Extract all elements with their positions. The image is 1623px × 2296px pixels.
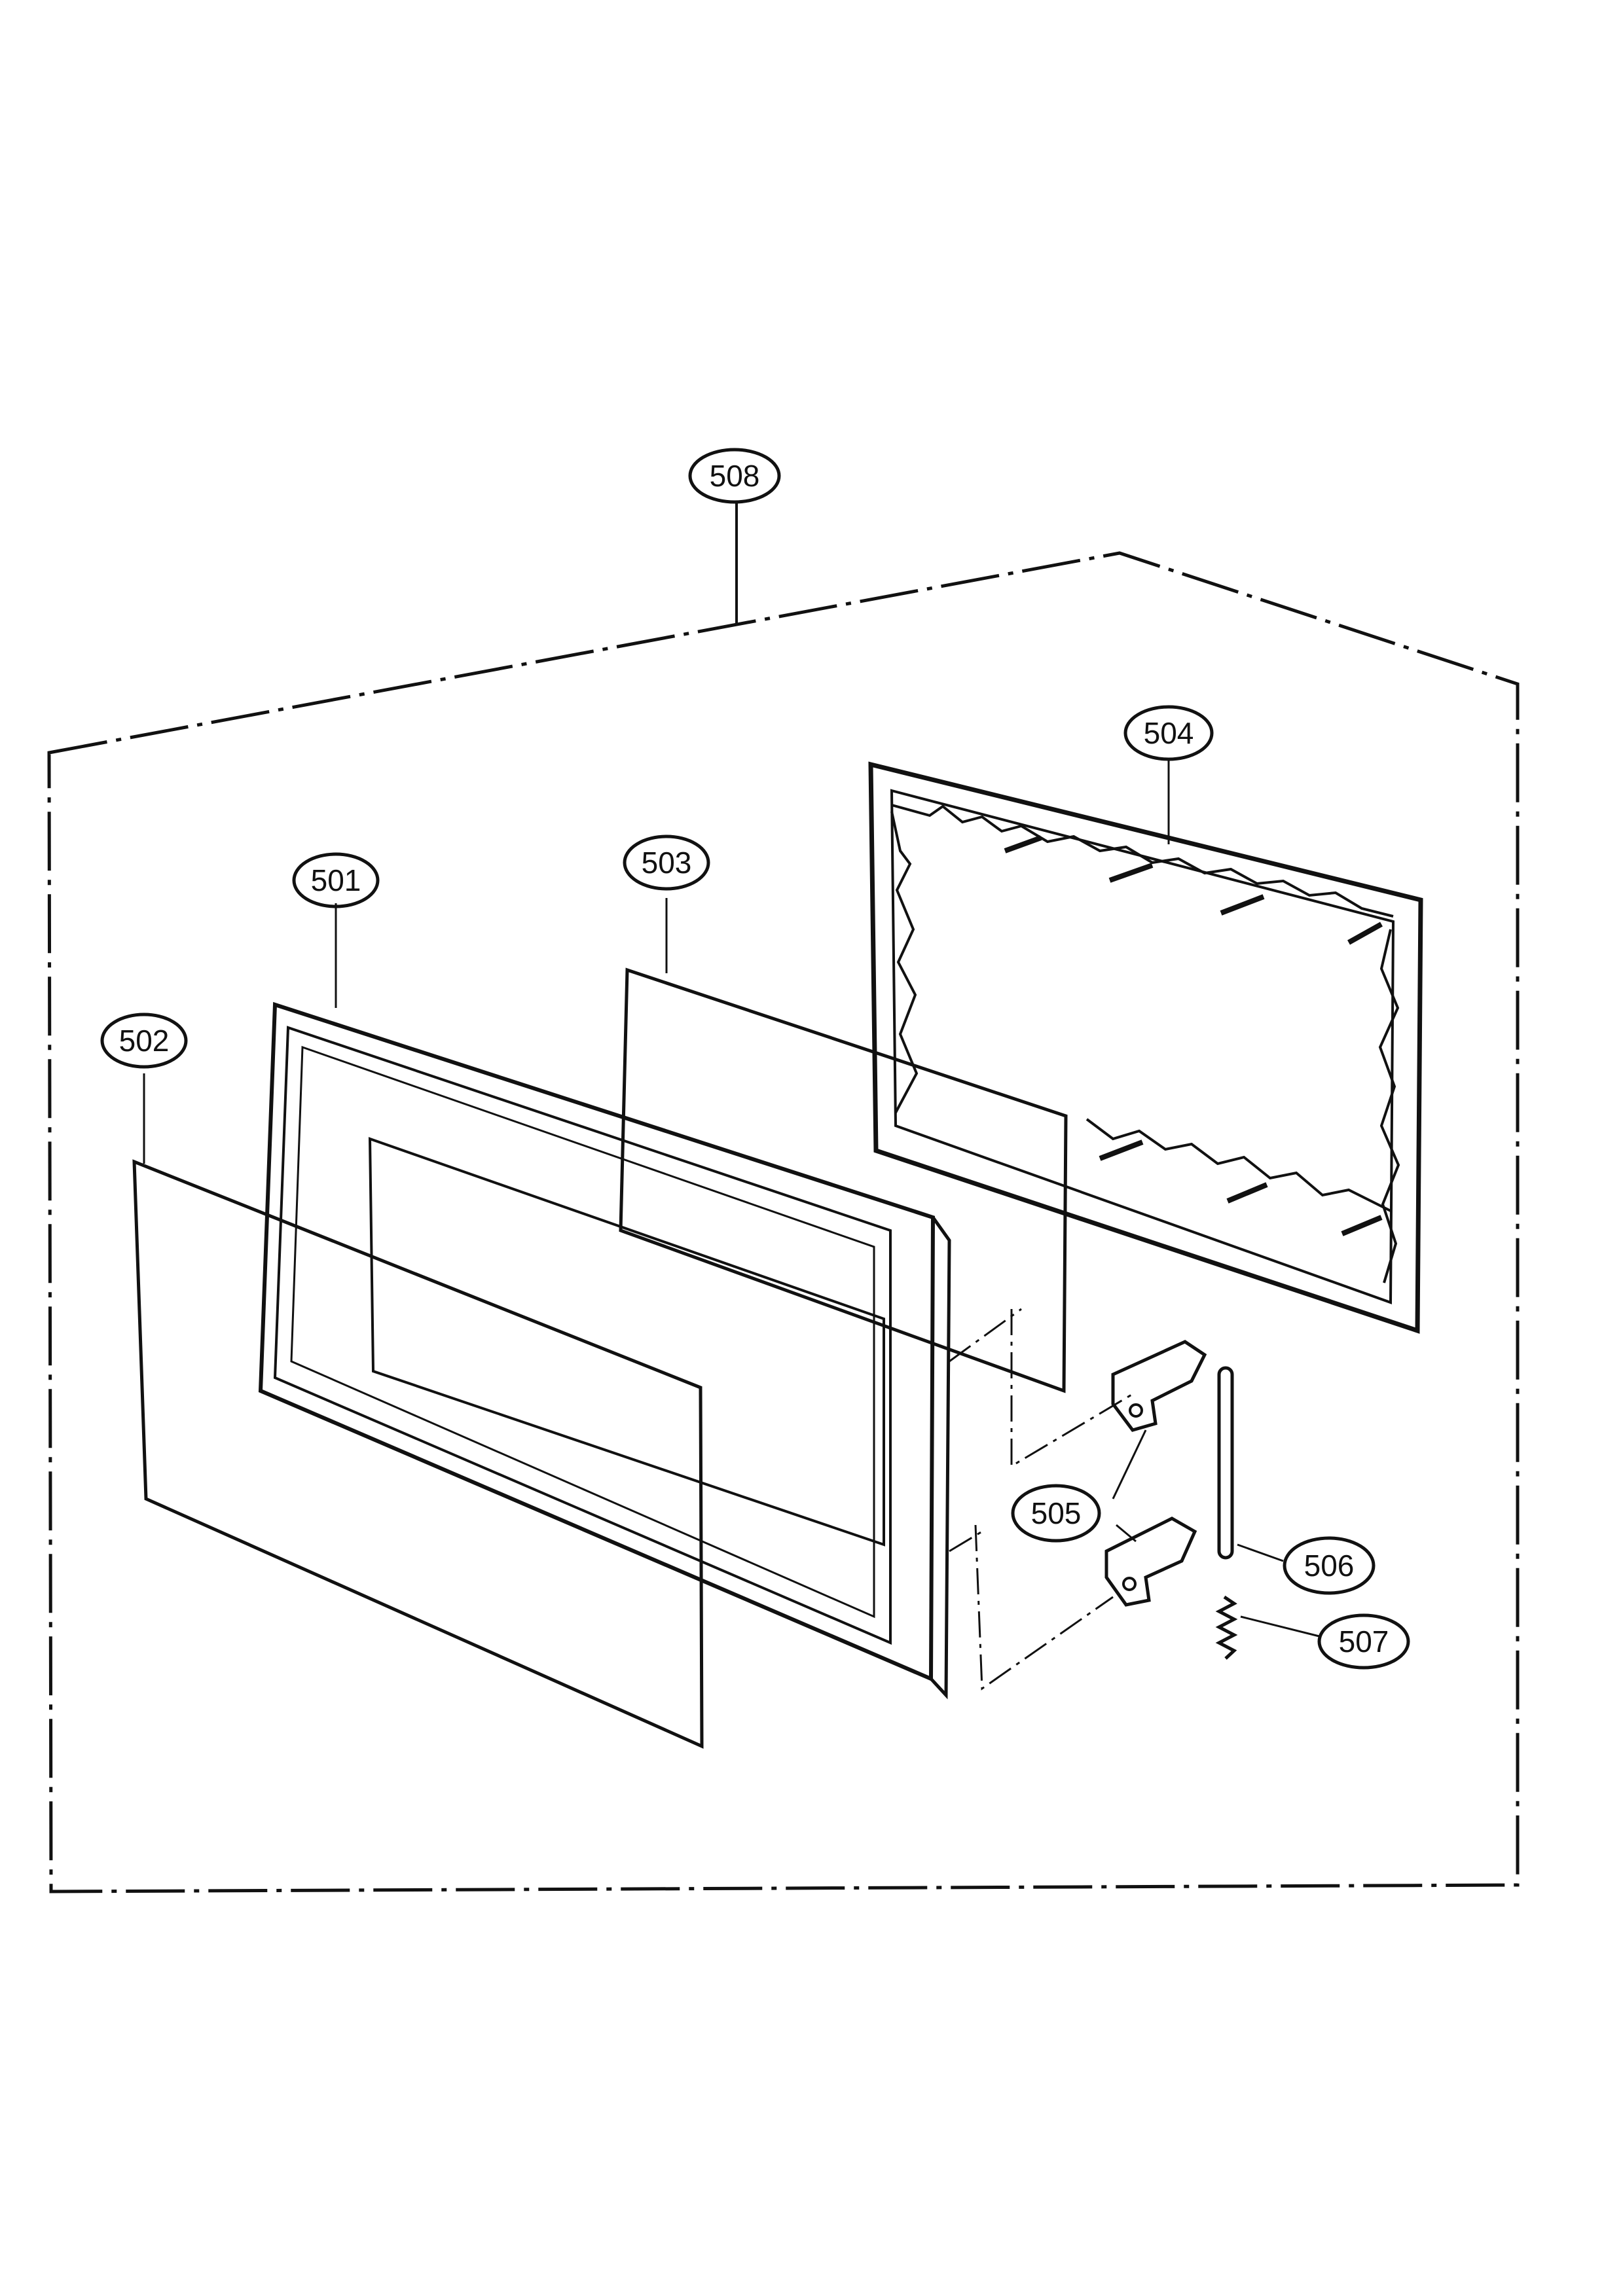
part-504-door-frame xyxy=(868,758,1423,1334)
part-503-inner-glass xyxy=(619,898,1068,1393)
callout-508: 508 xyxy=(688,448,781,504)
callout-504: 504 xyxy=(1123,705,1214,761)
part-507-spring xyxy=(1215,1595,1320,1660)
callout-507-number: 507 xyxy=(1339,1624,1389,1659)
callout-507: 507 xyxy=(1317,1613,1410,1670)
callout-508-number: 508 xyxy=(710,459,760,493)
part-505-latch-lower xyxy=(1104,1516,1197,1607)
callout-502: 502 xyxy=(100,1013,188,1069)
part-506-rod xyxy=(1217,1366,1284,1562)
callout-501-number: 501 xyxy=(311,863,361,897)
part-505-latch-upper xyxy=(1111,1340,1207,1499)
callout-506: 506 xyxy=(1283,1536,1376,1595)
callout-505-number: 505 xyxy=(1031,1496,1082,1530)
callout-505: 505 xyxy=(1011,1484,1101,1543)
callout-504-number: 504 xyxy=(1144,716,1194,750)
callout-502-number: 502 xyxy=(119,1024,170,1058)
callout-503-number: 503 xyxy=(642,846,692,880)
callout-501: 501 xyxy=(292,852,380,908)
part-502-front-glass xyxy=(132,1073,704,1749)
callout-503: 503 xyxy=(623,834,710,891)
part-501-door-panel xyxy=(258,903,1133,1700)
callout-506-number: 506 xyxy=(1304,1549,1355,1583)
assembly-boundary xyxy=(47,551,1520,1893)
